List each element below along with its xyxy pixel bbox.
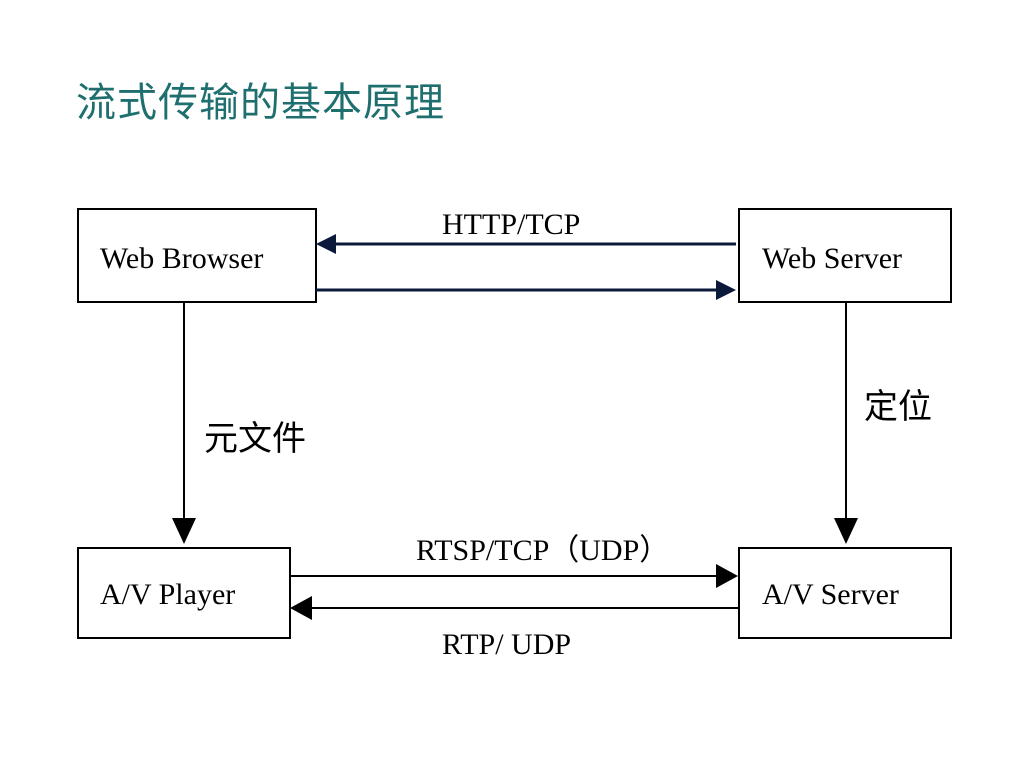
- arrowhead-rtp: [290, 596, 312, 620]
- node-web-server-label: Web Server: [762, 242, 902, 275]
- edge-label-meta-file: 元文件: [204, 419, 306, 459]
- edge-label-locate: 定位: [864, 387, 932, 427]
- edge-label-rtp: RTP/ UDP: [442, 628, 571, 661]
- edge-label-rtsp: RTSP/TCP（UDP）: [416, 534, 669, 567]
- node-av-player: A/V Player: [77, 547, 291, 639]
- node-web-browser: Web Browser: [77, 208, 317, 303]
- arrowhead-player: [172, 518, 196, 544]
- arrowhead-avserver: [834, 518, 858, 544]
- arrowhead-browser: [316, 234, 336, 254]
- node-web-server: Web Server: [738, 208, 952, 303]
- slide-title: 流式传输的基本原理: [76, 80, 445, 126]
- node-web-browser-label: Web Browser: [100, 242, 263, 275]
- arrowhead-rtsp: [716, 564, 738, 588]
- node-av-player-label: A/V Player: [100, 578, 235, 611]
- arrowhead-server: [716, 280, 736, 300]
- node-av-server: A/V Server: [738, 547, 952, 639]
- node-av-server-label: A/V Server: [762, 578, 899, 611]
- edge-label-http-tcp: HTTP/TCP: [442, 208, 580, 241]
